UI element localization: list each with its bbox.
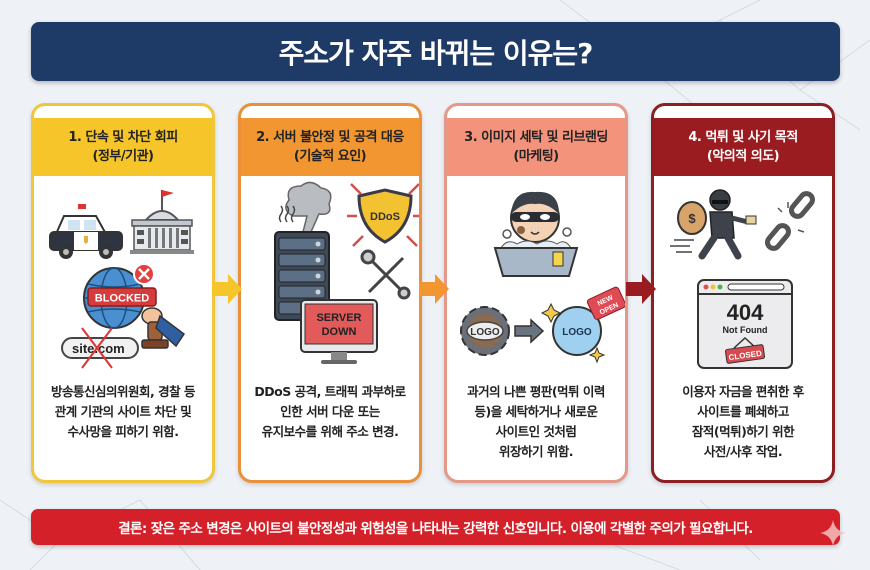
government-building-icon (130, 190, 194, 254)
browser-404-icon: 404 Not Found (697, 279, 793, 369)
card-subheading: (마케팅) (513, 149, 559, 164)
blocked-globe-icon: BLOCKED (83, 263, 157, 329)
card-enforcement-evasion: 1. 단속 및 차단 회피 (정부/기관) (31, 103, 215, 483)
flow-arrow-1-icon (212, 274, 242, 304)
card-description: 과거의 나쁜 평판(먹튀 이력 등)을 세탁하거나 새로운 사이트인 것처럼 위… (447, 376, 625, 462)
description-line: 잠적(먹튀)하기 위한 (691, 424, 795, 439)
old-logo-label: LOGO (470, 327, 500, 338)
flow-arrow-2-icon (419, 274, 449, 304)
description-line: 인한 서버 다운 또는 (280, 404, 380, 419)
down-label: DOWN (322, 326, 357, 338)
card-image-rebranding: 3. 이미지 세탁 및 리브랜딩 (마케팅) LOGO (444, 103, 628, 483)
card-header: 2. 서버 불안정 및 공격 대응 (기술적 요인) (241, 118, 419, 176)
server-label: SERVER (316, 312, 361, 324)
error-code-label: 404 (727, 300, 764, 325)
card-heading: 2. 서버 불안정 및 공격 대응 (256, 130, 404, 145)
page-title-banner: 주소가 자주 바뀌는 이유는? (31, 22, 840, 81)
description-line: 사이트인 것처럼 (495, 424, 577, 439)
card-header: 3. 이미지 세탁 및 리브랜딩 (마케팅) (447, 118, 625, 176)
card-server-instability: 2. 서버 불안정 및 공격 대응 (기술적 요인) DDoS (238, 103, 422, 483)
description-line: 관계 기관의 사이트 차단 및 (54, 404, 192, 419)
card-header: 1. 단속 및 차단 회피 (정부/기관) (34, 118, 212, 176)
conclusion-banner: 결론: 잦은 주소 변경은 사이트의 불안정성과 위험성을 나타내는 강력한 신… (31, 509, 840, 545)
card-subheading: (악의적 의도) (706, 149, 780, 164)
description-line: 등)을 세탁하거나 새로운 (474, 404, 598, 419)
flow-arrow-3-icon (626, 274, 656, 304)
tools-icon (360, 249, 411, 300)
sparkle-icon (540, 302, 606, 364)
description-line: DDoS 공격, 트래픽 과부하로 (254, 384, 406, 399)
card-subheading: (기술적 요인) (293, 149, 367, 164)
sparkle-watermark-icon (820, 520, 846, 546)
card-heading: 1. 단속 및 차단 회피 (68, 130, 178, 145)
crossed-url-icon: site.com (61, 327, 139, 369)
card-illustration: BLOCKED site.com (34, 176, 212, 376)
masked-man-bath-icon (493, 191, 579, 277)
description-line: 위장하기 위함. (498, 444, 574, 459)
card-heading: 4. 먹튀 및 사기 목적 (688, 130, 798, 145)
card-description: 이용자 자금을 편취한 후 사이트를 폐쇄하고 잠적(먹튀)하기 위한 사전/사… (654, 376, 832, 462)
smoking-server-icon (274, 181, 332, 321)
old-logo-gear-icon: LOGO (460, 306, 510, 356)
ddos-shield-icon: DDoS (347, 183, 419, 247)
description-line: 유지보수를 위해 주소 변경. (261, 424, 399, 439)
card-illustration: DDoS SERVER DOWN (241, 176, 419, 376)
card-description: DDoS 공격, 트래픽 과부하로 인한 서버 다운 또는 유지보수를 위해 주… (241, 376, 419, 442)
description-line: 사이트를 폐쇄하고 (697, 404, 789, 419)
card-header: 4. 먹튀 및 사기 목적 (악의적 의도) (654, 118, 832, 176)
description-line: 수사망을 피하기 위함. (67, 424, 179, 439)
blocked-label: BLOCKED (95, 293, 149, 305)
card-description: 방송통신심의위원회, 경찰 등 관계 기관의 사이트 차단 및 수사망을 피하기… (34, 376, 212, 442)
police-car-icon (49, 204, 123, 259)
page-title: 주소가 자주 바뀌는 이유는? (278, 36, 594, 70)
conclusion-text: 결론: 잦은 주소 변경은 사이트의 불안정성과 위험성을 나타내는 강력한 신… (118, 521, 753, 537)
not-found-label: Not Found (723, 325, 768, 335)
new-logo-icon: LOGO (552, 306, 602, 356)
monitor-icon: SERVER DOWN (300, 299, 378, 364)
card-heading: 3. 이미지 세탁 및 리브랜딩 (464, 130, 608, 145)
new-logo-label: LOGO (562, 327, 592, 338)
svg-text:$: $ (688, 211, 696, 226)
description-line: 과거의 나쁜 평판(먹튀 이력 (467, 384, 605, 399)
card-illustration: $ 404 Not Found (654, 176, 832, 376)
broken-link-icon (765, 191, 815, 251)
card-illustration: LOGO LOGO NEW OPEN (447, 176, 625, 376)
ddos-label: DDoS (370, 211, 400, 223)
card-subheading: (정부/기관) (92, 149, 154, 164)
description-line: 이용자 자금을 편취한 후 (682, 384, 804, 399)
stamp-hand-icon (141, 307, 186, 349)
description-line: 사전/사후 작업. (703, 444, 783, 459)
description-line: 방송통신심의위원회, 경찰 등 (51, 384, 195, 399)
card-fraud-purpose: 4. 먹튀 및 사기 목적 (악의적 의도) $ (651, 103, 835, 483)
thief-money-bag-icon: $ (670, 189, 757, 260)
closed-sign-icon: CLOSED (724, 336, 766, 364)
arrow-right-icon (514, 318, 545, 344)
